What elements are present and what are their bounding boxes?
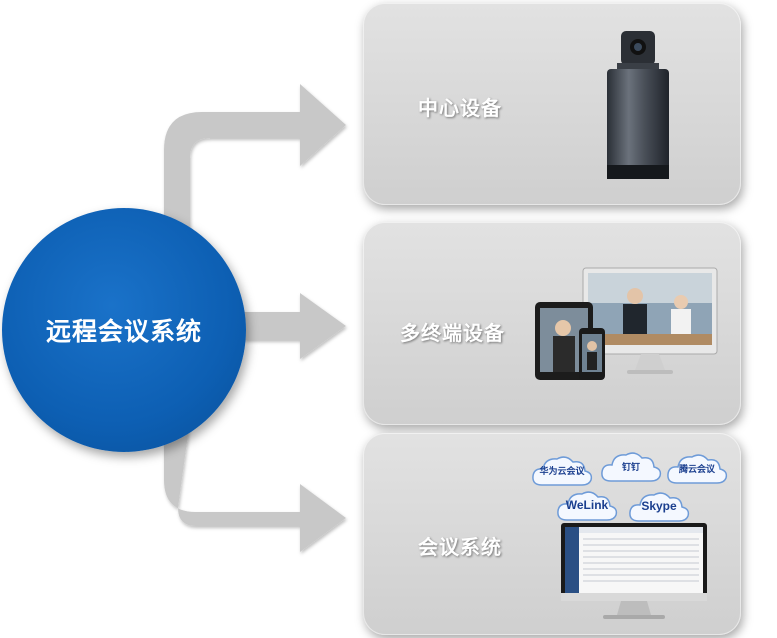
arrow-to-center-device — [164, 84, 346, 250]
panel-center-device: 中心设备 — [363, 3, 741, 205]
cloud-label: 钉钉 — [621, 462, 640, 472]
cloud-tengyun: 腾云会议 — [665, 451, 729, 487]
cloud-dingtalk: 钉钉 — [599, 449, 663, 485]
arrow-to-multi-terminal — [244, 293, 346, 359]
cloud-label: 华为云会议 — [539, 466, 585, 476]
cloud-huawei: 华为云会议 — [530, 453, 594, 489]
panel-multi-terminal: 多终端设备 — [363, 222, 741, 425]
cloud-welink: WeLink — [555, 488, 619, 524]
panel-title-conference-system: 会议系统 — [418, 537, 502, 559]
arrow-to-conference-system — [164, 420, 346, 552]
panel-conference-system: 会议系统 华为云会议 钉钉 腾云会议 WeLink Skype — [363, 433, 741, 635]
center-title: 远程会议系统 — [45, 318, 202, 346]
cloud-label: WeLink — [565, 498, 609, 512]
panel-title-multi-terminal: 多终端设备 — [400, 323, 505, 345]
cloud-label: Skype — [641, 499, 677, 513]
panel-title-center-device: 中心设备 — [418, 98, 502, 120]
cloud-icon — [532, 456, 593, 486]
cloud-skype: Skype — [627, 489, 691, 525]
cloud-icon — [667, 454, 728, 484]
multi-terminal-devices-image — [535, 267, 718, 380]
remote-conference-system-node: 远程会议系统 — [2, 208, 246, 452]
cloud-icon — [629, 492, 690, 522]
cloud-icon — [557, 491, 618, 521]
cloud-icon — [601, 452, 662, 482]
cloud-label: 腾云会议 — [678, 464, 715, 474]
monitor-with-software-image — [561, 523, 707, 619]
camera-speaker-device-image — [607, 31, 669, 179]
